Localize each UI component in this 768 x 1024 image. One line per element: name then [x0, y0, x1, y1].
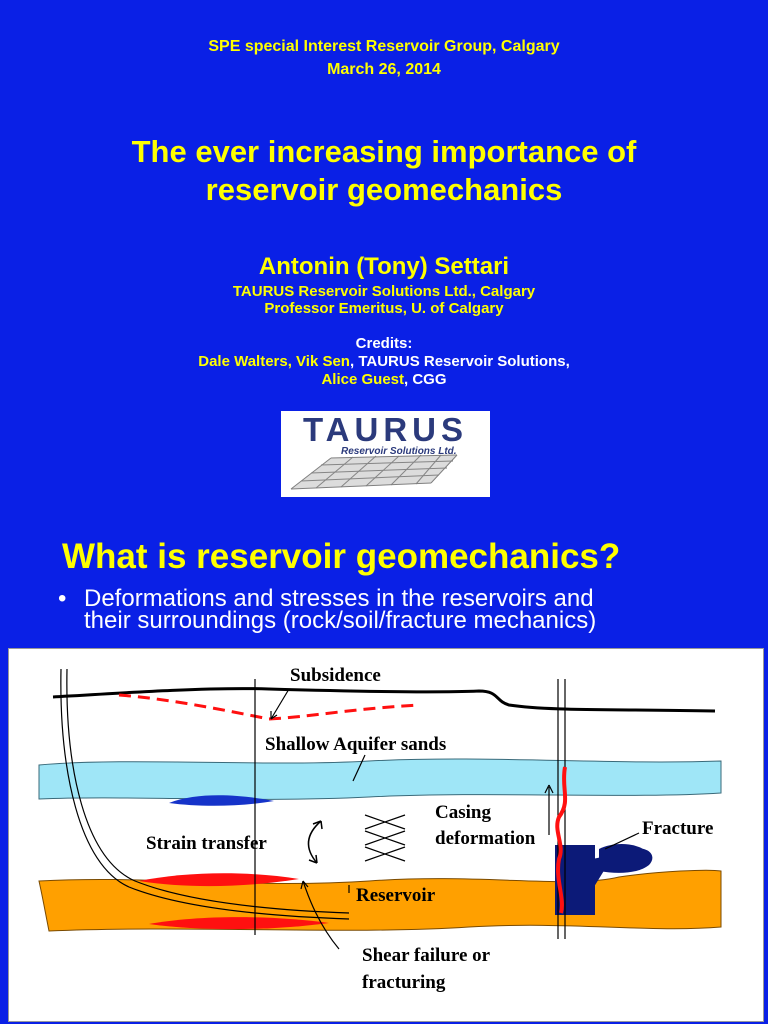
section-title: What is reservoir geomechanics? [62, 537, 621, 576]
label-reservoir: Reservoir [356, 885, 436, 906]
subsidence-profile [118, 693, 420, 721]
diagram-drawing [38, 668, 722, 950]
title-line-2: reservoir geomechanics [205, 172, 563, 207]
author-name: Antonin (Tony) Settari [258, 253, 510, 280]
red-lens-upper [139, 873, 299, 887]
subsidence-pointer [270, 688, 290, 720]
credits-heading: Credits: [355, 335, 413, 352]
header-line-1: SPE special Interest Reservoir Group, Ca… [208, 38, 560, 55]
label-strain-transfer: Strain transfer [146, 833, 267, 854]
geomechanics-diagram: Subsidence Shallow Aquifer sands Casing … [8, 648, 764, 1022]
shear-pointer [302, 880, 340, 950]
label-casing-1: Casing [435, 802, 491, 823]
bullet-icon: • [58, 585, 67, 612]
credits-org-2: , CGG [404, 371, 447, 388]
label-shear-1: Shear failure or [362, 945, 491, 966]
credits-names-2: Alice Guest [321, 371, 404, 388]
header-line-2: March 26, 2014 [327, 61, 441, 78]
ground-surface [52, 687, 716, 713]
label-casing-2: deformation [435, 828, 536, 849]
credits-names-1: Dale Walters, Vik Sen [198, 353, 350, 370]
aquifer-pointer [352, 754, 366, 782]
aquifer-lens [169, 795, 274, 806]
bullet-text: Deformations and stresses in the reservo… [84, 585, 764, 634]
logo-grid-icon [290, 454, 458, 490]
fracture-pointer [604, 832, 640, 850]
label-shear-2: fracturing [362, 972, 446, 993]
slide-title: The ever increasing importance of reserv… [0, 133, 768, 209]
credits-line-1: Dale Walters, Vik Sen, TAURUS Reservoir … [0, 353, 768, 370]
red-lens-lower [149, 917, 329, 930]
deviated-well [60, 668, 350, 920]
affiliation-1: TAURUS Reservoir Solutions Ltd., Calgary [232, 283, 536, 300]
label-subsidence: Subsidence [290, 665, 381, 686]
affiliation-2: Professor Emeritus, U. of Calgary [264, 300, 504, 317]
shear-marks [364, 814, 406, 862]
label-aquifer: Shallow Aquifer sands [265, 734, 447, 755]
credits-line-2: Alice Guest, CGG [0, 371, 768, 388]
logo-subtitle: Reservoir Solutions Ltd. [341, 446, 457, 457]
logo-wordmark: TAURUS [302, 411, 469, 448]
strain-arrow [307, 820, 322, 864]
label-fracture: Fracture [642, 818, 714, 839]
title-line-1: The ever increasing importance of [131, 134, 637, 169]
credits-org-1: , TAURUS Reservoir Solutions, [349, 353, 570, 370]
aquifer-band [38, 758, 722, 800]
taurus-logo: TAURUS Reservoir Solutions Ltd. [281, 411, 490, 497]
bullet-line-1: Deformations and stresses in the reservo… [84, 585, 594, 612]
casing-deformation-curve [555, 766, 568, 914]
bullet-line-2: their surroundings (rock/soil/fracture m… [84, 607, 597, 634]
